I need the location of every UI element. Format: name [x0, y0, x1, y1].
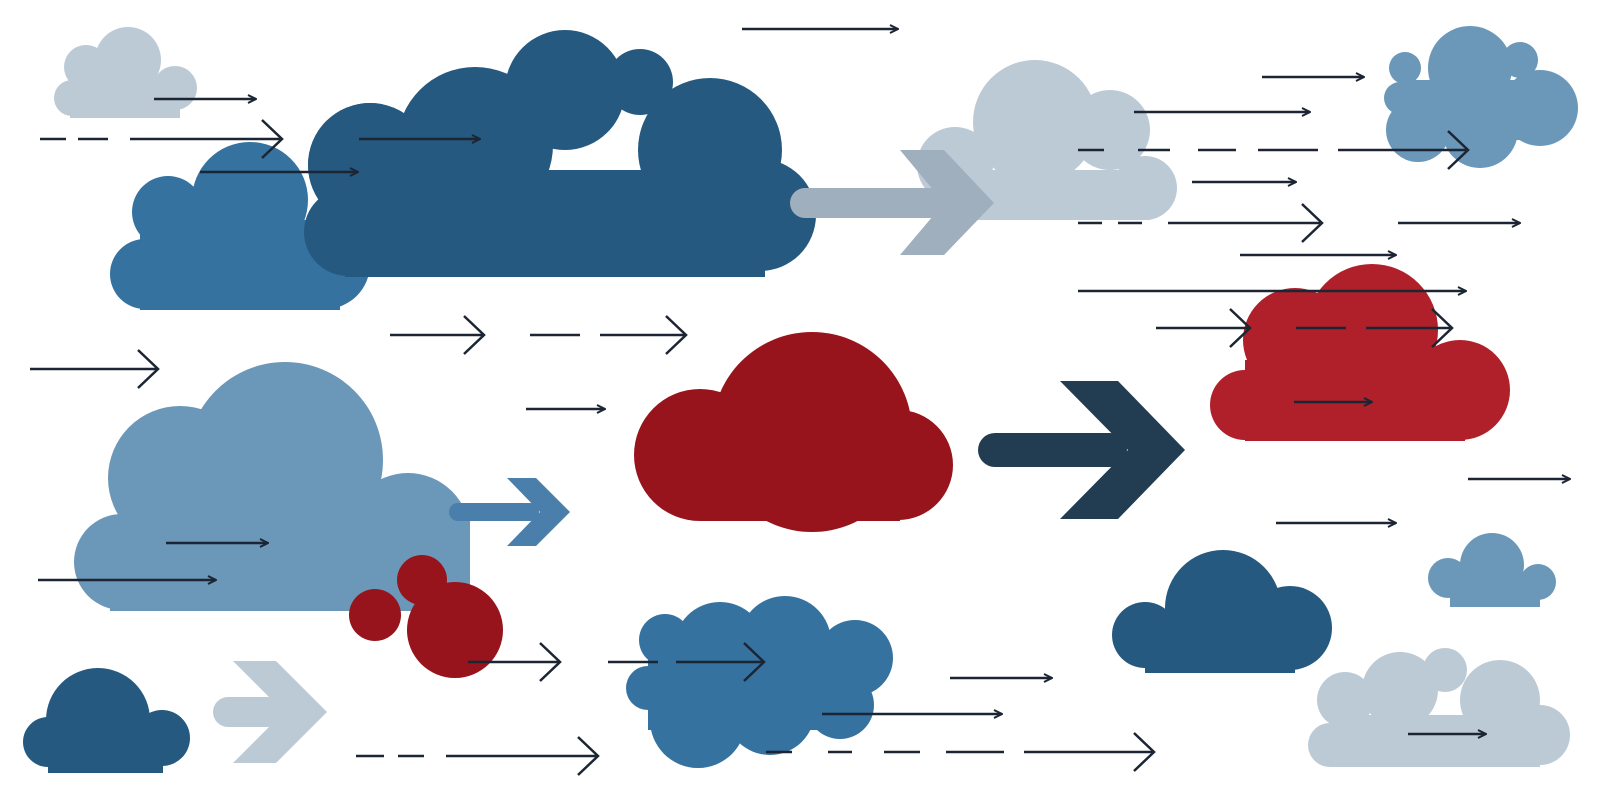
line-arrow-icon — [1296, 308, 1454, 348]
cloud-icon — [349, 555, 503, 678]
cloud-icon — [23, 668, 190, 773]
line-arrow-icon — [766, 732, 1156, 772]
clouds — [23, 26, 1578, 773]
chevron-arrow-icon — [790, 150, 994, 255]
cloud-icon — [54, 27, 197, 118]
cloud-icon — [1428, 533, 1556, 607]
cloud-icon — [626, 596, 893, 768]
chevron-arrow-icon — [213, 661, 327, 763]
line-arrow-icon — [468, 642, 562, 682]
line-arrows — [30, 29, 1570, 776]
line-arrow-icon — [530, 315, 688, 355]
line-arrow-icon — [1156, 308, 1252, 348]
chevron-arrow-icon — [978, 381, 1185, 519]
cloud-icon — [1112, 550, 1332, 673]
cloud-icon — [1210, 264, 1510, 441]
cloud-icon — [304, 103, 432, 277]
line-arrow-icon — [390, 315, 486, 355]
line-arrow-icon — [356, 736, 600, 776]
line-arrow-icon — [30, 349, 160, 389]
cloud-icon — [634, 332, 953, 532]
line-arrow-icon — [608, 642, 766, 682]
cloud-icon — [1384, 26, 1578, 168]
cloud-icon — [110, 142, 370, 310]
chevron-arrows — [213, 150, 1185, 763]
line-arrow-icon — [1078, 130, 1470, 170]
line-arrow-icon — [1078, 203, 1324, 243]
chevron-arrow-icon — [449, 478, 570, 546]
line-arrow-icon — [40, 119, 284, 159]
cloud-icon — [1308, 648, 1570, 767]
